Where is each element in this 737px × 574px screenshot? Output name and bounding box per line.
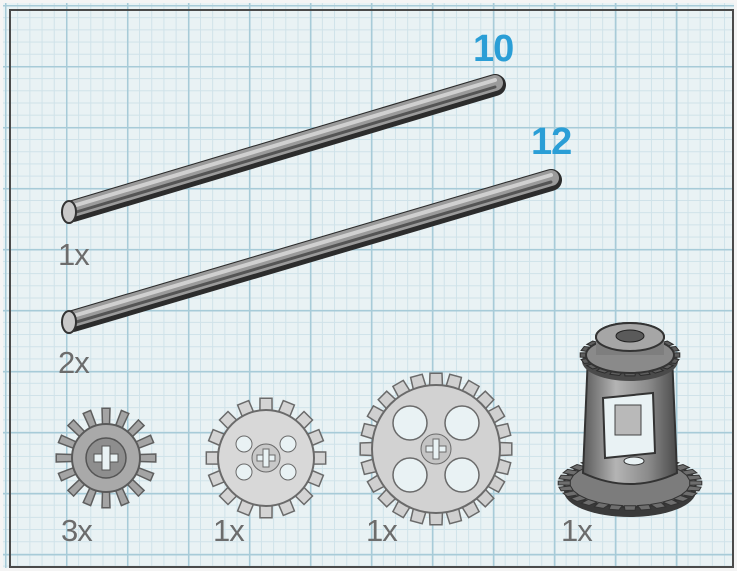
axle-12-icon bbox=[61, 169, 562, 334]
axle-12-quantity: 2x bbox=[58, 345, 90, 380]
gear-16-tooth-icon bbox=[205, 397, 327, 519]
gear-24-tooth-icon bbox=[359, 372, 513, 526]
gear-24-tooth-quantity: 1x bbox=[366, 513, 398, 548]
axle-10-quantity: 1x bbox=[58, 237, 90, 272]
axle-12-length-label: 12 bbox=[531, 121, 572, 163]
axle-10-icon bbox=[61, 74, 506, 224]
differential-housing-icon bbox=[557, 322, 703, 517]
gear-8-tooth-icon bbox=[55, 407, 157, 509]
axle-10-length-label: 10 bbox=[473, 28, 514, 70]
inventory-frame bbox=[9, 9, 734, 568]
gear-8-tooth-quantity: 3x bbox=[61, 513, 93, 548]
gear-16-tooth-quantity: 1x bbox=[213, 513, 245, 548]
differential-housing-quantity: 1x bbox=[561, 513, 593, 548]
